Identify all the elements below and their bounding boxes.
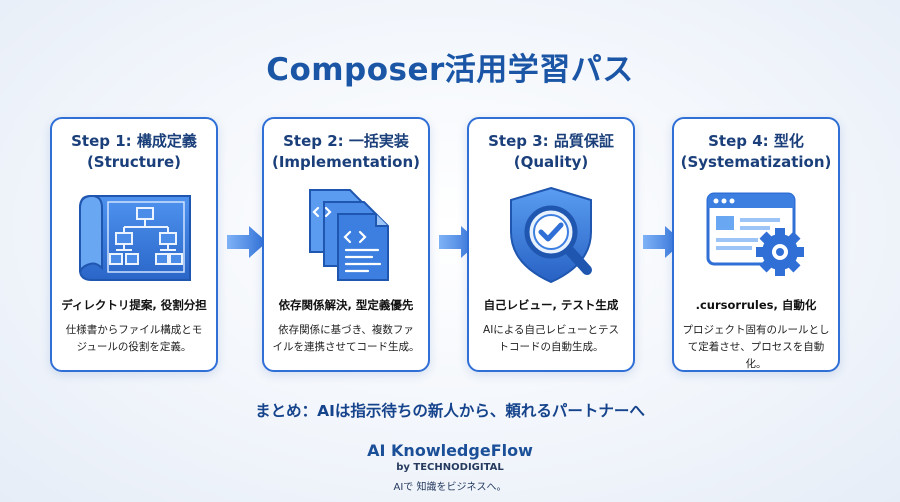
blueprint-flowchart-icon (79, 194, 191, 281)
brand-name: AI KnowledgeFlow (367, 441, 533, 460)
arrow-right-icon (227, 226, 267, 258)
step-card-2: Step 2: 一括実装 (Implementation) 依存関係解決, 型定… (262, 117, 430, 372)
step-subtitle: (Systematization) (680, 153, 832, 171)
step-title: Step 2: 一括実装 (283, 132, 409, 150)
step-description: 依存関係に基づき、複数ファ イルを連携させてコード生成。 (272, 324, 420, 353)
step-card-4: Step 4: 型化 (Systematization) (672, 117, 840, 372)
step-subtitle: (Structure) (86, 153, 182, 171)
page-title: Composer活用学習パス (266, 52, 634, 88)
step-subtitle: (Implementation) (271, 153, 421, 171)
brand-tagline: AIで 知識をビジネスへ。 (393, 482, 507, 493)
step-description: AIによる自己レビューとテス トコードの自動生成。 (483, 324, 619, 353)
step-card-1: Step 1: 構成定義 (Structure) ディ (50, 117, 218, 372)
step-heading: 依存関係解決, 型定義優先 (278, 298, 414, 312)
brand-by: by TECHNODIGITAL (396, 462, 504, 473)
step-description: 仕様書からファイル構成とモ ジュールの役割を定義。 (65, 324, 203, 353)
step-title: Step 4: 型化 (708, 132, 804, 150)
step-title: Step 3: 品質保証 (488, 132, 614, 150)
code-files-icon (309, 189, 389, 281)
step-title: Step 1: 構成定義 (71, 132, 197, 150)
browser-gear-icon (706, 192, 804, 276)
step-heading: .cursorrules, 自動化 (695, 298, 817, 312)
step-description: プロジェクト固有のルールとし て定着させ、プロセスを自動化。 (682, 324, 830, 370)
summary-text: まとめ：AIは指示待ちの新人から、頼れるパートナーへ (255, 402, 645, 420)
step-heading: 自己レビュー, テスト生成 (483, 298, 619, 312)
shield-magnifier-icon (510, 186, 592, 284)
step-subtitle: (Quality) (513, 153, 589, 171)
step-heading: ディレクトリ提案, 役割分担 (61, 298, 207, 312)
step-card-3: Step 3: 品質保証 (Quality) 自己レビュー, テスト生成 AIに… (467, 117, 635, 372)
